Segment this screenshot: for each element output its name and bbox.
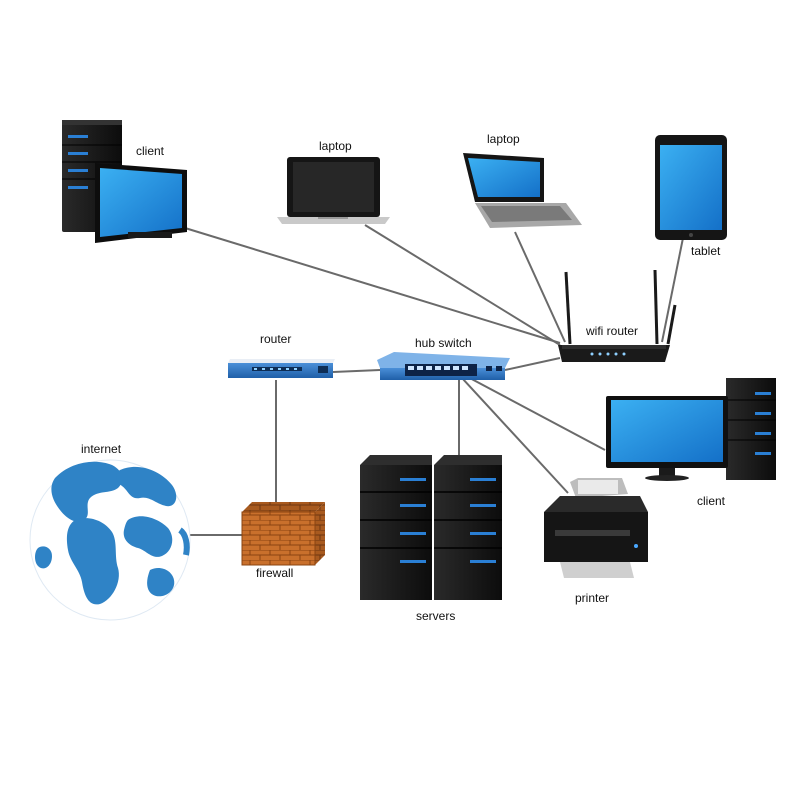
label-router: router	[260, 332, 291, 346]
client-top-computer: client	[62, 120, 187, 243]
cable-laptop2-wifi	[514, 231, 566, 343]
cable-tablet-wifi	[661, 237, 684, 343]
cable-laptop-wifi	[364, 224, 561, 346]
internet-globe: internet	[29, 442, 191, 621]
label-tablet: tablet	[691, 244, 721, 258]
label-printer: printer	[575, 591, 609, 605]
label-wifi-router: wifi router	[585, 324, 638, 338]
router-icon	[228, 359, 335, 378]
wifi-router-icon	[558, 269, 677, 362]
printer-icon	[544, 478, 648, 578]
server-icon	[360, 455, 432, 600]
hub-switch-icon	[377, 352, 510, 380]
desktop-computer-icon	[62, 120, 187, 243]
servers-rack: servers	[360, 455, 502, 623]
laptop-icon	[463, 153, 582, 228]
label-firewall: firewall	[256, 566, 293, 580]
tablet-device: tablet	[655, 135, 727, 258]
label-internet: internet	[81, 442, 122, 456]
laptop-icon	[277, 157, 390, 224]
wifi-router-device: wifi router	[558, 269, 677, 362]
label-hub-switch: hub switch	[415, 336, 472, 350]
label-servers: servers	[416, 609, 455, 623]
firewall-icon	[241, 502, 325, 566]
label-laptop-center: laptop	[319, 139, 352, 153]
firewall-device: firewall	[241, 502, 325, 580]
cable-switch-printer	[461, 377, 569, 494]
label-client-top: client	[136, 144, 165, 158]
cables	[184, 224, 684, 536]
tablet-icon	[655, 135, 727, 240]
server-icon	[434, 455, 502, 600]
hub-switch-device: hub switch	[377, 336, 510, 380]
cable-client-wifi	[184, 227, 561, 344]
cable-switch-client	[465, 375, 606, 451]
printer-device: printer	[544, 478, 648, 605]
client-right-computer: client	[606, 378, 776, 508]
cable-switch-wifi	[504, 357, 561, 371]
label-client-right: client	[697, 494, 726, 508]
cable-router-switch	[332, 369, 381, 373]
globe-icon	[29, 459, 191, 621]
desktop-computer-icon	[606, 378, 776, 481]
label-laptop-right: laptop	[487, 132, 520, 146]
router-device: router	[228, 332, 335, 378]
laptop-right: laptop	[463, 132, 582, 228]
laptop-center: laptop	[277, 139, 390, 224]
